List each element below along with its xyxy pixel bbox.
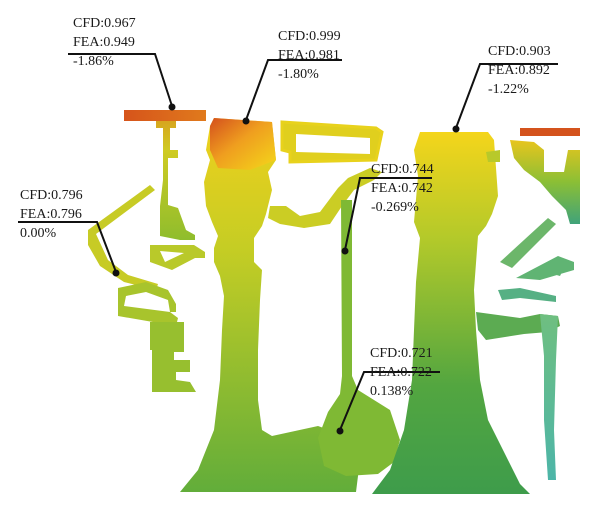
fea-value: FEA:0.796 xyxy=(20,207,82,222)
center-spoke xyxy=(318,200,400,476)
disk-2-lower-arm xyxy=(476,312,560,340)
cfd-value: CFD:0.903 xyxy=(488,44,551,59)
center-top-box-hole xyxy=(296,134,370,154)
left-upper-neck xyxy=(156,121,195,240)
annotation-a3: CFD:0.903 FEA:0.892 -1.22% xyxy=(488,42,551,99)
annotation-a1: CFD:0.967 FEA:0.949 -1.86% xyxy=(73,14,136,71)
fea-value: FEA:0.892 xyxy=(488,63,550,78)
center-upper-arm xyxy=(268,168,382,228)
cfd-value: CFD:0.999 xyxy=(278,29,341,44)
fea-value: FEA:0.949 xyxy=(73,35,135,50)
diff-value: -1.22% xyxy=(488,82,529,97)
annotation-a6: CFD:0.721 FEA:0.722 0.138% xyxy=(370,344,433,401)
right-top-flange xyxy=(520,128,580,136)
annotation-a5: CFD:0.744 FEA:0.742 -0.269% xyxy=(371,160,434,217)
cfd-value: CFD:0.721 xyxy=(370,346,433,361)
left-triangle-arms xyxy=(150,245,205,270)
left-seal-loop xyxy=(118,282,178,326)
diff-value: -1.80% xyxy=(278,67,319,82)
right-triangle xyxy=(516,256,574,280)
right-lower-arm xyxy=(498,288,556,302)
cfd-value: CFD:0.744 xyxy=(371,162,434,177)
right-upper-bracket xyxy=(510,140,580,224)
annotation-a4: CFD:0.796 FEA:0.796 0.00% xyxy=(20,186,83,243)
cfd-value: CFD:0.796 xyxy=(20,188,83,203)
cfd-value: CFD:0.967 xyxy=(73,16,136,31)
diff-value: -0.269% xyxy=(371,200,419,215)
right-diagonal-strut xyxy=(500,218,556,268)
diff-value: 0.00% xyxy=(20,226,57,241)
disk-2-pillar xyxy=(540,314,558,480)
disk-1 xyxy=(180,118,360,492)
fea-value: FEA:0.722 xyxy=(370,365,432,380)
fea-value: FEA:0.742 xyxy=(371,181,433,196)
fea-value: FEA:0.981 xyxy=(278,48,340,63)
diff-value: 0.138% xyxy=(370,384,414,399)
disk-1-hot-rim xyxy=(210,118,276,170)
left-lower-ledges xyxy=(150,322,196,392)
disk-2-bridge xyxy=(486,150,500,162)
left-curved-arm xyxy=(88,185,158,290)
left-top-flange xyxy=(124,110,206,121)
diff-value: -1.86% xyxy=(73,54,114,69)
annotation-a2: CFD:0.999 FEA:0.981 -1.80% xyxy=(278,27,341,84)
